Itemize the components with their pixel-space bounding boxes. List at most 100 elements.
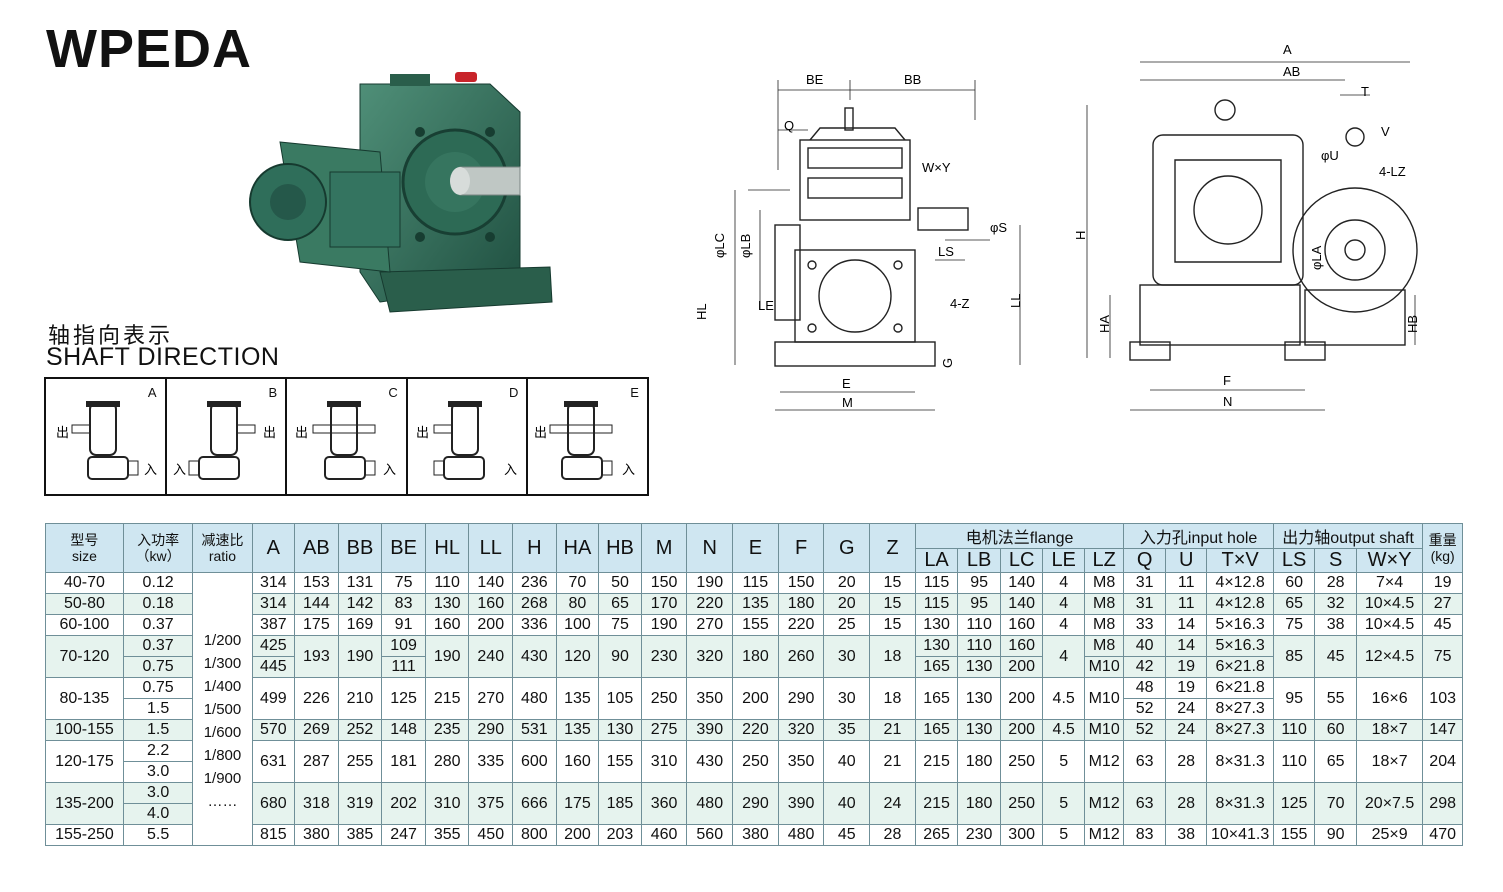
cell-LE: 5 — [1042, 740, 1085, 783]
cell-G: 45 — [823, 824, 871, 846]
cell-H: 600 — [512, 740, 557, 783]
cell-U: 38 — [1164, 824, 1208, 846]
cell-LC: 160 — [999, 614, 1044, 636]
cell-HB: 203 — [598, 824, 642, 846]
cell-A: 499 — [251, 677, 296, 720]
cell-LC: 200 — [999, 656, 1044, 678]
cell-U: 19 — [1164, 677, 1208, 699]
cell-size: 120-175 — [45, 740, 124, 783]
cell-power: 0.75 — [122, 656, 194, 678]
cell-N: 320 — [686, 635, 734, 678]
dim-la: φLA — [1309, 245, 1324, 270]
cell-LB: 130 — [957, 656, 1001, 678]
cell-size: 80-135 — [45, 677, 124, 720]
col-header-ls: LS — [1272, 548, 1316, 573]
cell-G: 30 — [823, 635, 871, 678]
cell-HA: 100 — [555, 614, 600, 636]
col-header-m: M — [640, 523, 688, 573]
cell-size: 70-120 — [45, 635, 124, 678]
cell-Z: 15 — [869, 572, 916, 594]
weight-header: 重量(kg) — [1422, 523, 1463, 573]
cell-A: 387 — [251, 614, 296, 636]
cell-BB: 190 — [337, 635, 383, 678]
cell-S: 45 — [1314, 635, 1357, 678]
cell-LB: 110 — [957, 635, 1001, 657]
cell-LZ: M10 — [1083, 656, 1125, 678]
dim-le: LE — [758, 298, 774, 313]
cell-F: 290 — [777, 677, 825, 720]
cell-TV: 6×21.8 — [1206, 677, 1274, 699]
cell-E: 180 — [732, 635, 779, 678]
table-row: 3.0 — [46, 761, 1463, 783]
cell-power: 0.37 — [122, 635, 194, 657]
cell-LB: 180 — [957, 740, 1001, 783]
col-header-n: N — [686, 523, 734, 573]
col-header-lz: LZ — [1083, 548, 1125, 573]
cell-TV: 10×41.3 — [1206, 824, 1274, 846]
cell-HB: 65 — [598, 593, 642, 615]
cell-HB: 185 — [598, 782, 642, 825]
cell-Q: 31 — [1123, 572, 1166, 594]
cell-S: 70 — [1314, 782, 1357, 825]
cell-BE: 148 — [381, 719, 426, 741]
shaft-direction-d: D 出 入 — [408, 379, 529, 494]
cell-E: 380 — [732, 824, 779, 846]
cell-E: 290 — [732, 782, 779, 825]
dim-z: 4-Z — [950, 296, 970, 311]
cell-AB: 318 — [294, 782, 339, 825]
dim-ls: LS — [938, 244, 954, 259]
cell-HB: 155 — [598, 740, 642, 783]
col-header-hb: HB — [598, 523, 642, 573]
cell-Q: 52 — [1123, 719, 1166, 741]
cell-HA: 80 — [555, 593, 600, 615]
cell-LZ: M12 — [1083, 740, 1125, 783]
cell-LA: 130 — [914, 614, 959, 636]
dim-ll: LL — [1008, 294, 1023, 308]
cell-LB: 180 — [957, 782, 1001, 825]
cell-A: 570 — [251, 719, 296, 741]
cell-LC: 200 — [999, 677, 1044, 720]
cell-Z: 21 — [869, 719, 916, 741]
dim-lb: φLB — [738, 234, 753, 258]
cell-W: 103 — [1422, 677, 1463, 720]
cell-N: 350 — [686, 677, 734, 720]
cell-LE: 4 — [1042, 572, 1085, 594]
cell-HA: 160 — [555, 740, 600, 783]
cell-G: 20 — [823, 593, 871, 615]
arrangement-c-diagram: 出 入 — [295, 401, 396, 480]
col-header-g: G — [823, 523, 871, 573]
col-header-ha: HA — [555, 523, 600, 573]
cell-LC: 160 — [999, 635, 1044, 657]
cell-Z: 15 — [869, 593, 916, 615]
cell-LC: 140 — [999, 572, 1044, 594]
cell-N: 220 — [686, 593, 734, 615]
cell-E: 250 — [732, 740, 779, 783]
cell-power: 0.18 — [122, 593, 194, 615]
cell-WY: 7×4 — [1355, 572, 1424, 594]
arrangement-e-diagram: 出 入 — [534, 401, 635, 480]
arrangement-letter: A — [147, 385, 157, 400]
out-label: 出 — [295, 425, 308, 440]
cell-M: 170 — [640, 593, 688, 615]
cell-U: 24 — [1164, 719, 1208, 741]
cell-size: 155-250 — [45, 824, 124, 846]
cell-BE: 91 — [381, 614, 426, 636]
cell-S: 55 — [1314, 677, 1357, 720]
col-header-z: Z — [869, 523, 916, 573]
cell-G: 40 — [823, 740, 871, 783]
arrangement-b-diagram: 出 入 — [173, 401, 276, 480]
cell-LS: 85 — [1272, 635, 1316, 678]
cell-HA: 120 — [555, 635, 600, 678]
cell-power: 1.5 — [122, 698, 194, 720]
cell-power: 3.0 — [122, 782, 194, 804]
cell-LZ: M8 — [1083, 593, 1125, 615]
col-header-ab: AB — [294, 523, 339, 573]
col-header-e: E — [732, 523, 779, 573]
cell-power: 0.75 — [122, 677, 194, 699]
cell-power: 4.0 — [122, 803, 194, 825]
shaft-direction-c: C 出 入 — [287, 379, 408, 494]
front-view-drawing: A AB T V φU 4-LZ H φLA HA HB F N — [1073, 42, 1420, 411]
cell-HA: 70 — [555, 572, 600, 594]
